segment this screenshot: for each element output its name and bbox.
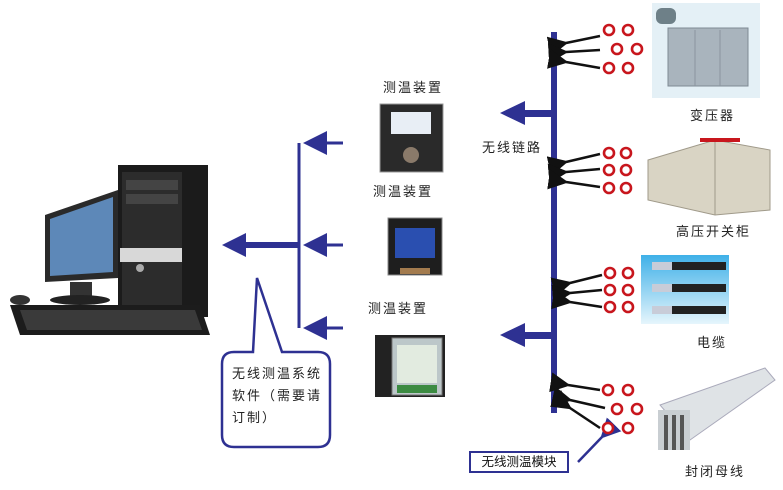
busway-image bbox=[658, 367, 776, 450]
software-callout-bubble bbox=[220, 277, 332, 449]
wireless-link-label: 无线链路 bbox=[482, 140, 542, 156]
module-pointer-arrow bbox=[577, 417, 622, 463]
device-to-pc-links bbox=[245, 131, 343, 340]
software-callout-text: 无线测温系统软件（需要请订制） bbox=[232, 367, 323, 426]
transformer-image bbox=[652, 3, 760, 98]
wireless-sensors bbox=[601, 23, 644, 435]
cable-image bbox=[641, 255, 729, 324]
big-arrow-to-pc bbox=[222, 233, 246, 257]
wireless-module-label: 无线测温模块 bbox=[469, 451, 569, 473]
device-label-1: 测温装置 bbox=[383, 81, 443, 96]
switchgear-image bbox=[647, 138, 771, 216]
temperature-device-3 bbox=[375, 335, 445, 397]
equipment-label-transformer: 变压器 bbox=[690, 108, 735, 124]
device-label-3: 测温装置 bbox=[368, 302, 428, 317]
equipment-label-switchgear: 高压开关柜 bbox=[676, 224, 751, 240]
temperature-device-2 bbox=[387, 217, 443, 276]
device-label-2: 测温装置 bbox=[373, 185, 433, 200]
equipment-label-cable: 电缆 bbox=[697, 335, 727, 351]
equipment-label-busway: 封闭母线 bbox=[685, 465, 745, 480]
wireless-bus bbox=[500, 32, 557, 413]
sensor-signal-arrows bbox=[546, 34, 606, 430]
temperature-device-1 bbox=[379, 103, 444, 173]
computer-illustration bbox=[10, 165, 210, 335]
